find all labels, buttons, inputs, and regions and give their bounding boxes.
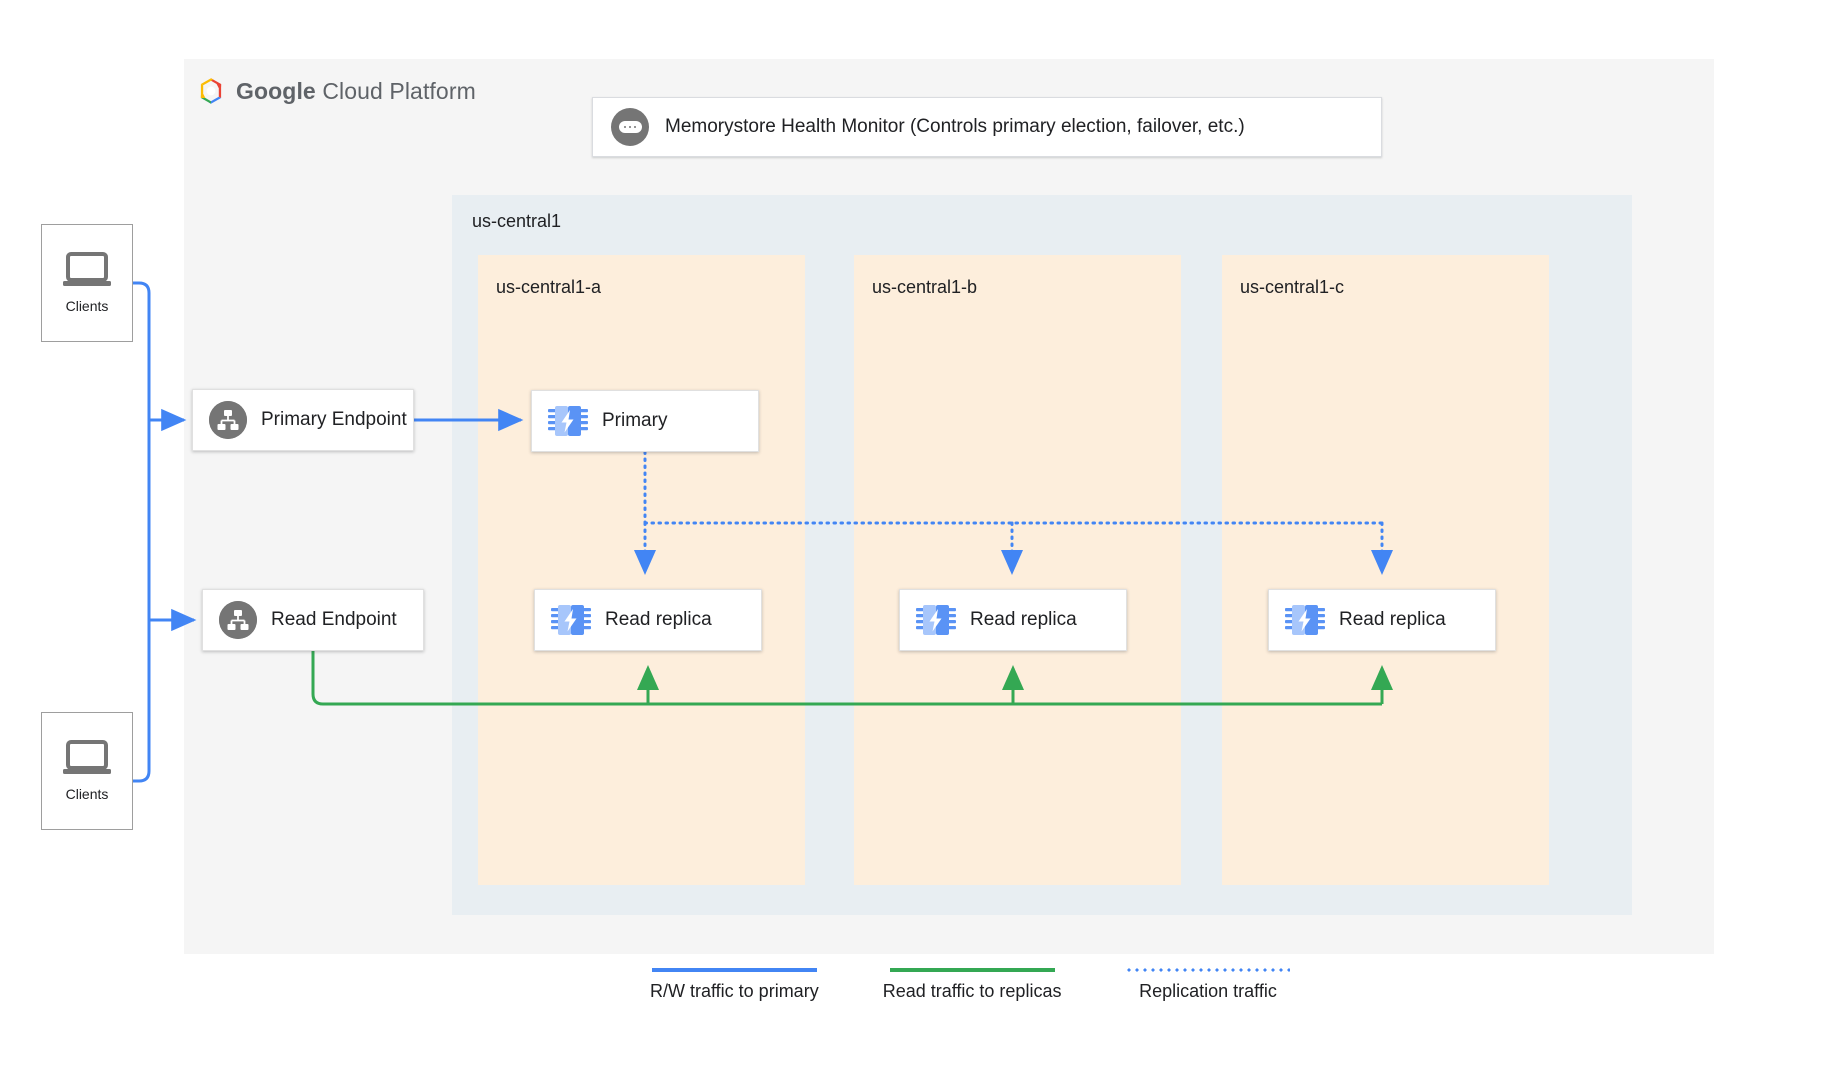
primary-instance-node: Primary: [531, 390, 759, 452]
primary-instance-label: Primary: [602, 410, 668, 431]
client-label: Clients: [65, 786, 109, 802]
memorystore-chip-icon: [548, 401, 588, 441]
read-replica-label: Read replica: [1339, 609, 1446, 630]
gcp-wordmark-bold: Google: [236, 77, 316, 104]
health-monitor-label: Memorystore Health Monitor (Controls pri…: [665, 116, 1245, 137]
legend-label: R/W traffic to primary: [650, 981, 819, 1001]
health-monitor-dots-icon: [611, 108, 649, 146]
zone-us-central1-c: us-central1-c: [1222, 255, 1549, 885]
gcp-wordmark: Google Cloud Platform: [236, 78, 476, 105]
network-hierarchy-icon: [209, 401, 247, 439]
read-replica-node-c: Read replica: [1268, 589, 1496, 651]
primary-endpoint-node: Primary Endpoint: [192, 389, 414, 451]
read-replica-label: Read replica: [970, 609, 1077, 630]
memorystore-chip-icon: [1285, 600, 1325, 640]
legend-item-replication-traffic: Replication traffic: [1125, 968, 1291, 1002]
read-replica-node-a: Read replica: [534, 589, 762, 651]
client-node-top: Clients: [41, 224, 133, 342]
client-bus-wire: [133, 281, 151, 783]
read-replica-label: Read replica: [605, 609, 712, 630]
region-label: us-central1: [472, 211, 562, 231]
legend-swatch-blue-solid: [651, 968, 817, 972]
memorystore-chip-icon: [551, 600, 591, 640]
read-endpoint-node: Read Endpoint: [202, 589, 424, 651]
primary-endpoint-label: Primary Endpoint: [261, 409, 407, 430]
zone-label: us-central1-b: [872, 277, 978, 297]
zone-label: us-central1-c: [1240, 277, 1345, 297]
client-node-bottom: Clients: [41, 712, 133, 830]
zone-label: us-central1-a: [496, 277, 602, 297]
read-endpoint-label: Read Endpoint: [271, 609, 397, 630]
legend-swatch-green-solid: [889, 968, 1055, 972]
network-hierarchy-icon: [219, 601, 257, 639]
health-monitor-bar: Memorystore Health Monitor (Controls pri…: [592, 97, 1382, 157]
legend-label: Read traffic to replicas: [882, 981, 1062, 1001]
legend-swatch-blue-dotted: [1125, 968, 1291, 972]
memorystore-chip-icon: [916, 600, 956, 640]
zone-us-central1-a: us-central1-a: [478, 255, 805, 885]
read-replica-node-b: Read replica: [899, 589, 1127, 651]
google-cloud-hexagon-icon: [196, 76, 226, 106]
legend-item-rw-traffic: R/W traffic to primary: [650, 968, 819, 1002]
laptop-icon: [61, 252, 113, 288]
legend-item-read-traffic: Read traffic to replicas: [882, 968, 1062, 1002]
zone-us-central1-b: us-central1-b: [854, 255, 1181, 885]
legend-label: Replication traffic: [1139, 981, 1277, 1001]
client-label: Clients: [65, 298, 109, 314]
gcp-brand: Google Cloud Platform: [196, 76, 476, 106]
laptop-icon: [61, 740, 113, 776]
legend: R/W traffic to primary Read traffic to r…: [650, 968, 1291, 1002]
gcp-wordmark-light: Cloud Platform: [315, 77, 476, 104]
